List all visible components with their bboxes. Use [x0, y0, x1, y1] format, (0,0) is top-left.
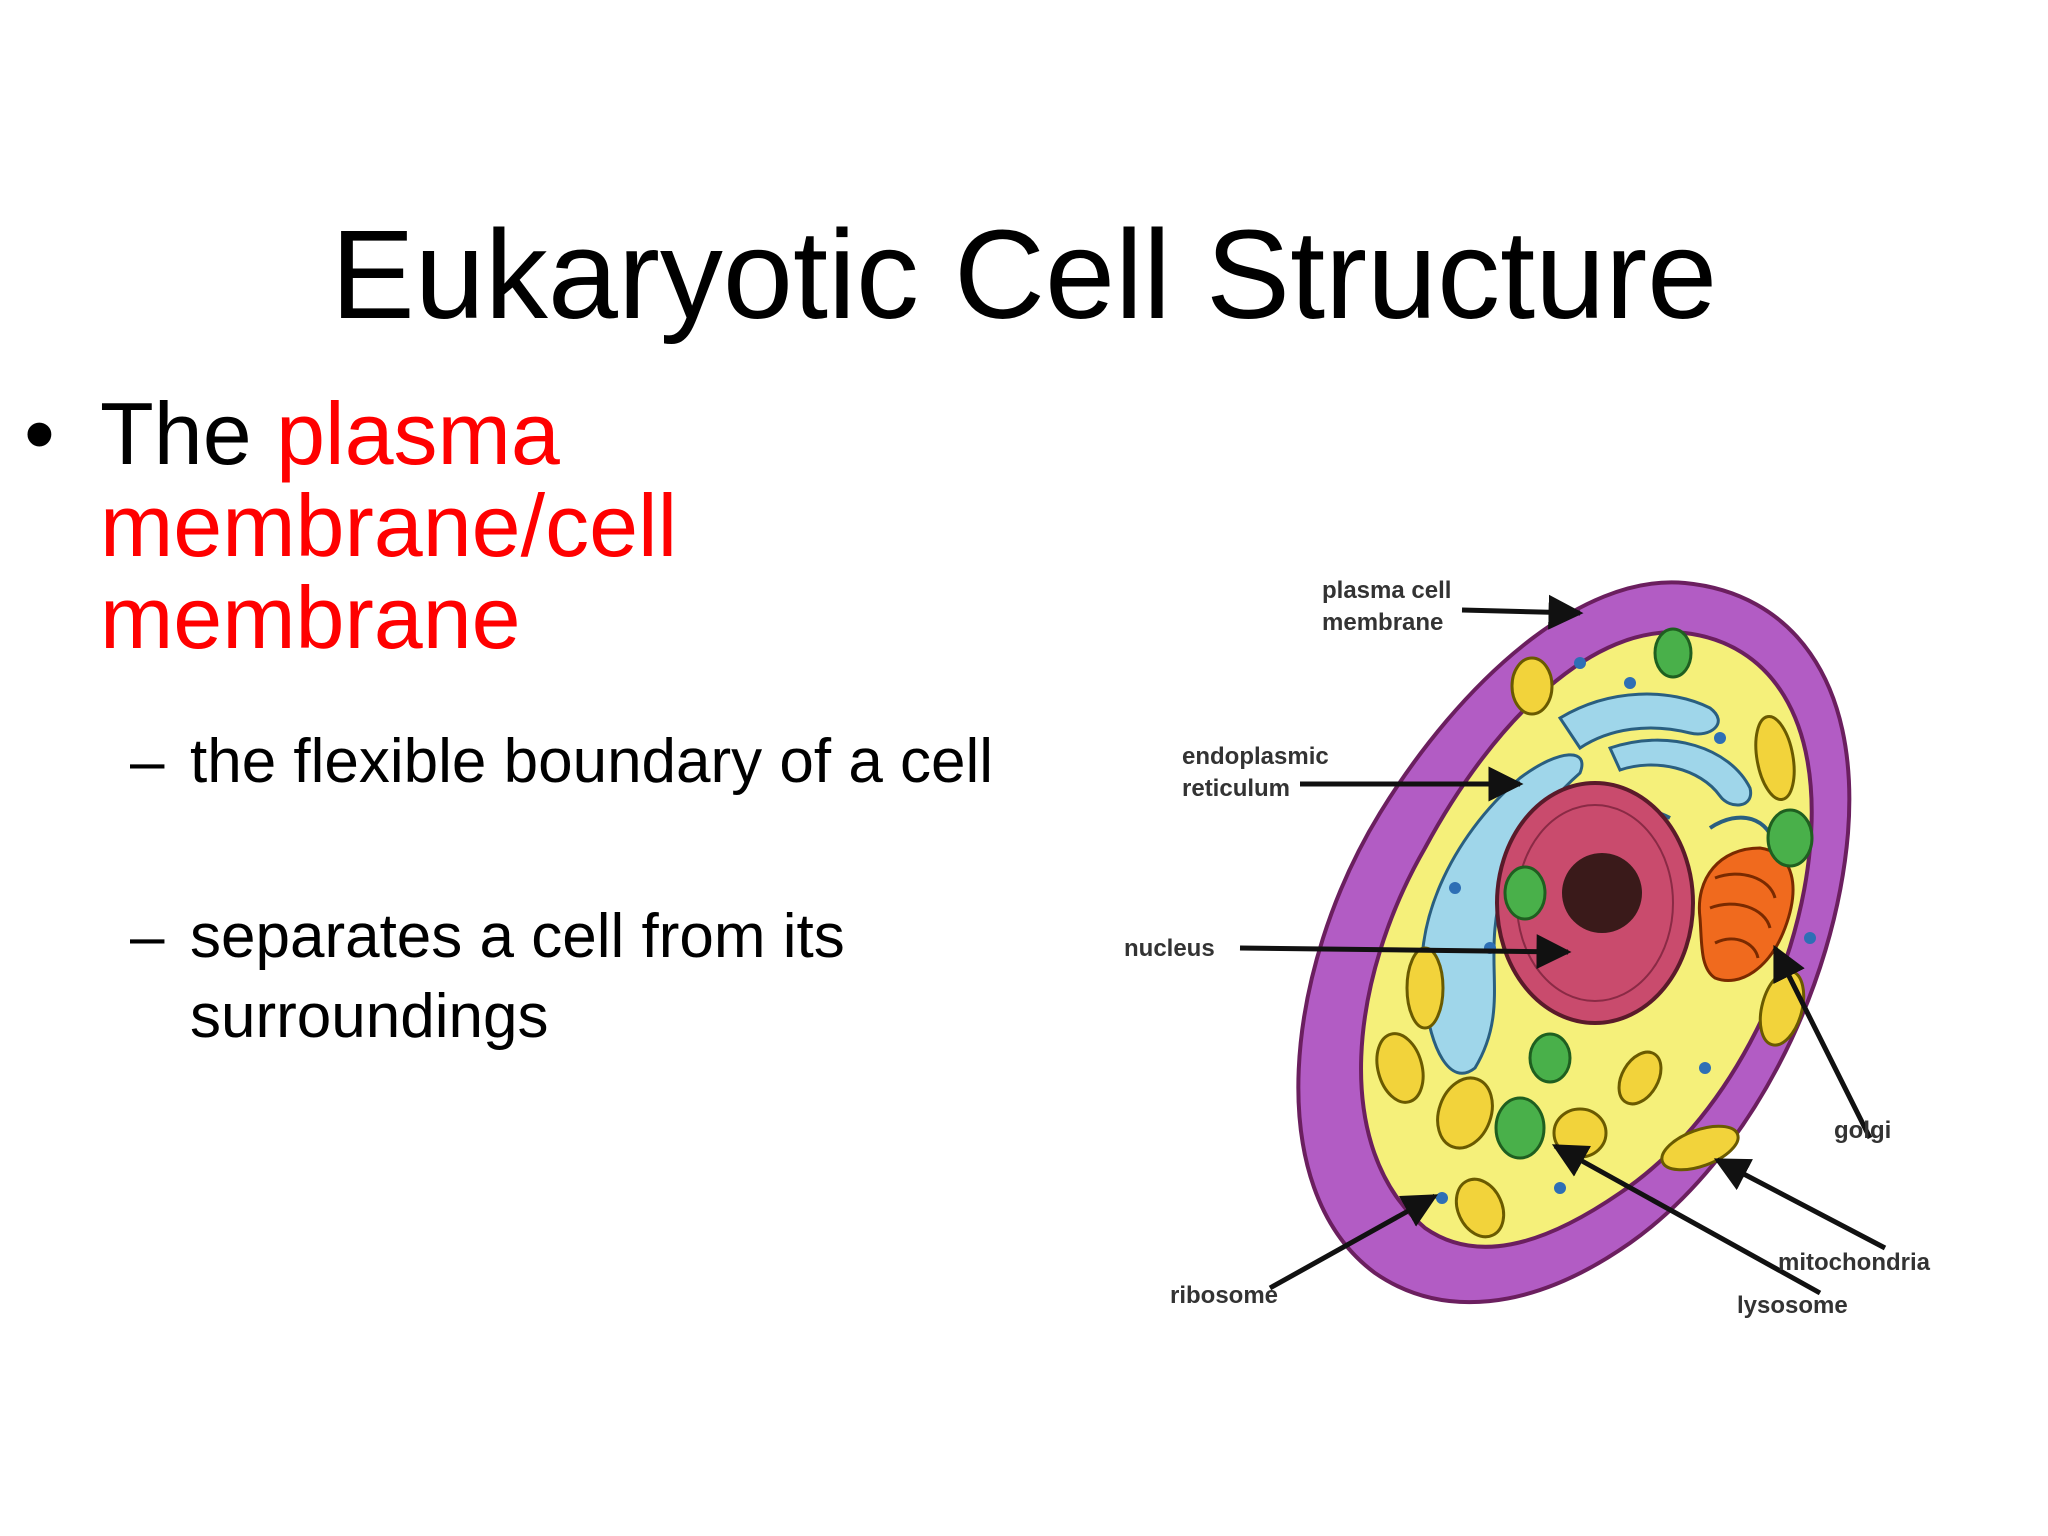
bullet-lead-text: The — [100, 384, 277, 483]
golgi-shape — [1697, 846, 1795, 983]
label-nucleus: nucleus — [1124, 935, 1215, 962]
label-mitochondria: mitochondria — [1778, 1249, 1931, 1276]
subpoint-dash: – — [130, 902, 165, 971]
subpoint-boundary: – the flexible boundary of a cell — [130, 722, 1130, 802]
label-ribosome: ribosome — [1170, 1282, 1278, 1309]
bullet-text: The plasma membrane/cell membrane — [100, 388, 1024, 664]
lysosome-shapes — [1494, 627, 1814, 1160]
label-lysosome: lysosome — [1737, 1292, 1848, 1319]
slide-title: Eukaryotic Cell Structure — [330, 204, 1718, 345]
subpoint-text: separates a cell from its surroundings — [190, 902, 845, 1051]
mitochondria-shapes — [1375, 656, 1806, 1239]
subpoint-dash: – — [130, 727, 165, 796]
bullet-marker: • — [24, 384, 55, 483]
subpoint-text: the flexible boundary of a cell — [190, 727, 994, 796]
label-plasma-cell: plasma cell — [1322, 577, 1451, 604]
label-er-line2: reticulum — [1182, 775, 1290, 802]
label-golgi: golgi — [1834, 1117, 1891, 1144]
subpoint-separates: – separates a cell from its surroundings — [130, 897, 1130, 1057]
pointer-lines — [1239, 594, 1887, 1296]
main-bullet: • The plasma membrane/cell membrane — [24, 388, 1024, 664]
label-plasma-membrane: membrane — [1322, 609, 1443, 636]
bullet-highlight-text: plasma membrane/cell membrane — [100, 384, 678, 667]
label-er-line1: endoplasmic — [1182, 743, 1329, 770]
cell-diagram: plasma cell membrane endoplasmic reticul… — [1124, 577, 1931, 1319]
